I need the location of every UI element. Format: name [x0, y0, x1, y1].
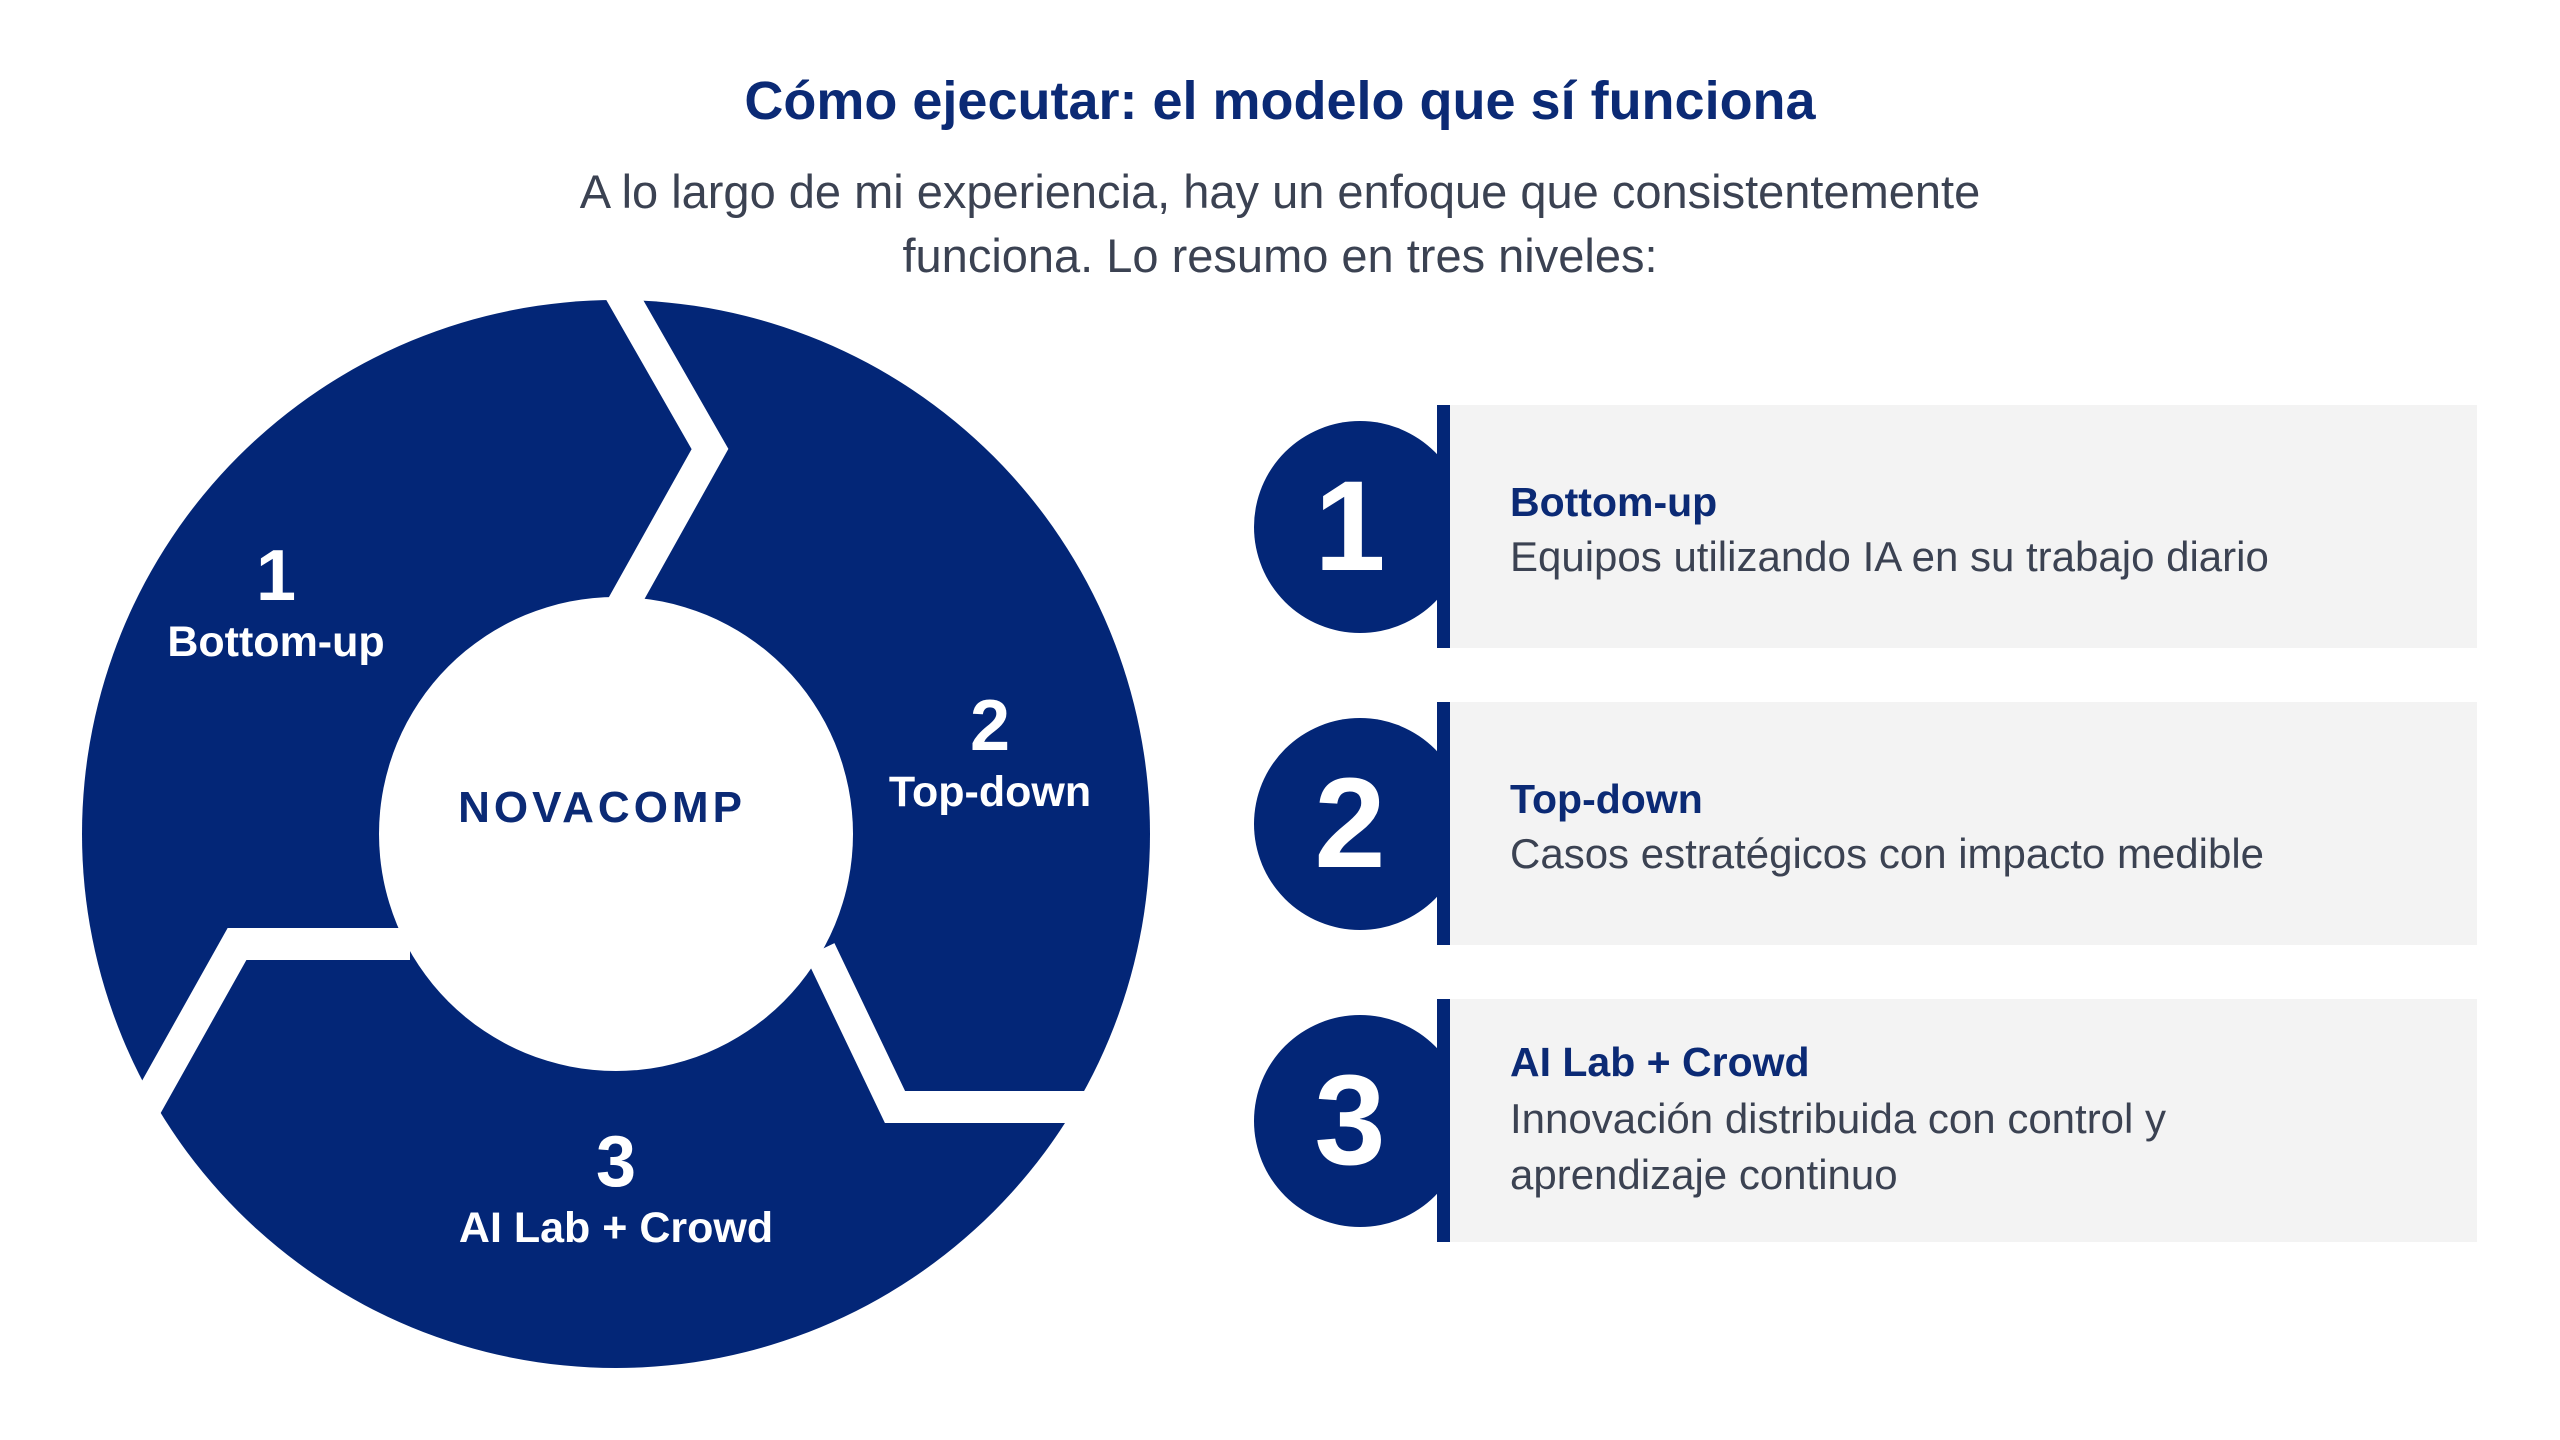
- step-badge-1: 1: [1254, 421, 1466, 633]
- step-badge-2: 2: [1254, 718, 1466, 930]
- segment-number: 2: [969, 686, 1011, 766]
- step-description: Equipos utilizando IA en su trabajo diar…: [1510, 533, 2269, 580]
- step-description: Casos estratégicos con impacto medible: [1510, 830, 2265, 877]
- segment-2: 2 Top-down: [889, 686, 1091, 818]
- segment-label: AI Lab + Crowd: [458, 1204, 774, 1252]
- segment-label: Top-down: [888, 768, 1092, 816]
- ring-hole: [379, 597, 853, 1071]
- segment-3: 3 AI Lab + Crowd: [459, 1122, 773, 1254]
- gap-arrow-left: [116, 928, 410, 1143]
- segment-label: Bottom-up: [167, 618, 385, 666]
- step-title: Bottom-up: [1510, 479, 1718, 525]
- step-badge-3: 3: [1254, 1015, 1466, 1227]
- cycle-diagram: [82, 240, 1180, 1368]
- step-description: Innovación distribuida con control y apr…: [1510, 1095, 2167, 1198]
- gap-arrow-right: [805, 943, 1180, 1123]
- step-title: Top-down: [1510, 776, 1703, 822]
- step-title: AI Lab + Crowd: [1510, 1039, 1810, 1085]
- step-card-3: AI Lab + Crowd Innovación distribuida co…: [1437, 999, 2477, 1242]
- segment-number: 1: [255, 536, 297, 616]
- step-card-1: Bottom-up Equipos utilizando IA en su tr…: [1437, 405, 2477, 648]
- segment-1: 1 Bottom-up: [167, 536, 384, 668]
- novacomp-logo: NOVACOMP: [458, 783, 746, 832]
- page-subtitle: A lo largo de mi experiencia, hay un enf…: [579, 165, 1981, 282]
- step-card-2: Top-down Casos estratégicos con impacto …: [1437, 702, 2477, 945]
- segment-number: 3: [595, 1122, 637, 1202]
- gap-arrow-top: [581, 240, 729, 618]
- page-title: Cómo ejecutar: el modelo que sí funciona: [744, 71, 1816, 131]
